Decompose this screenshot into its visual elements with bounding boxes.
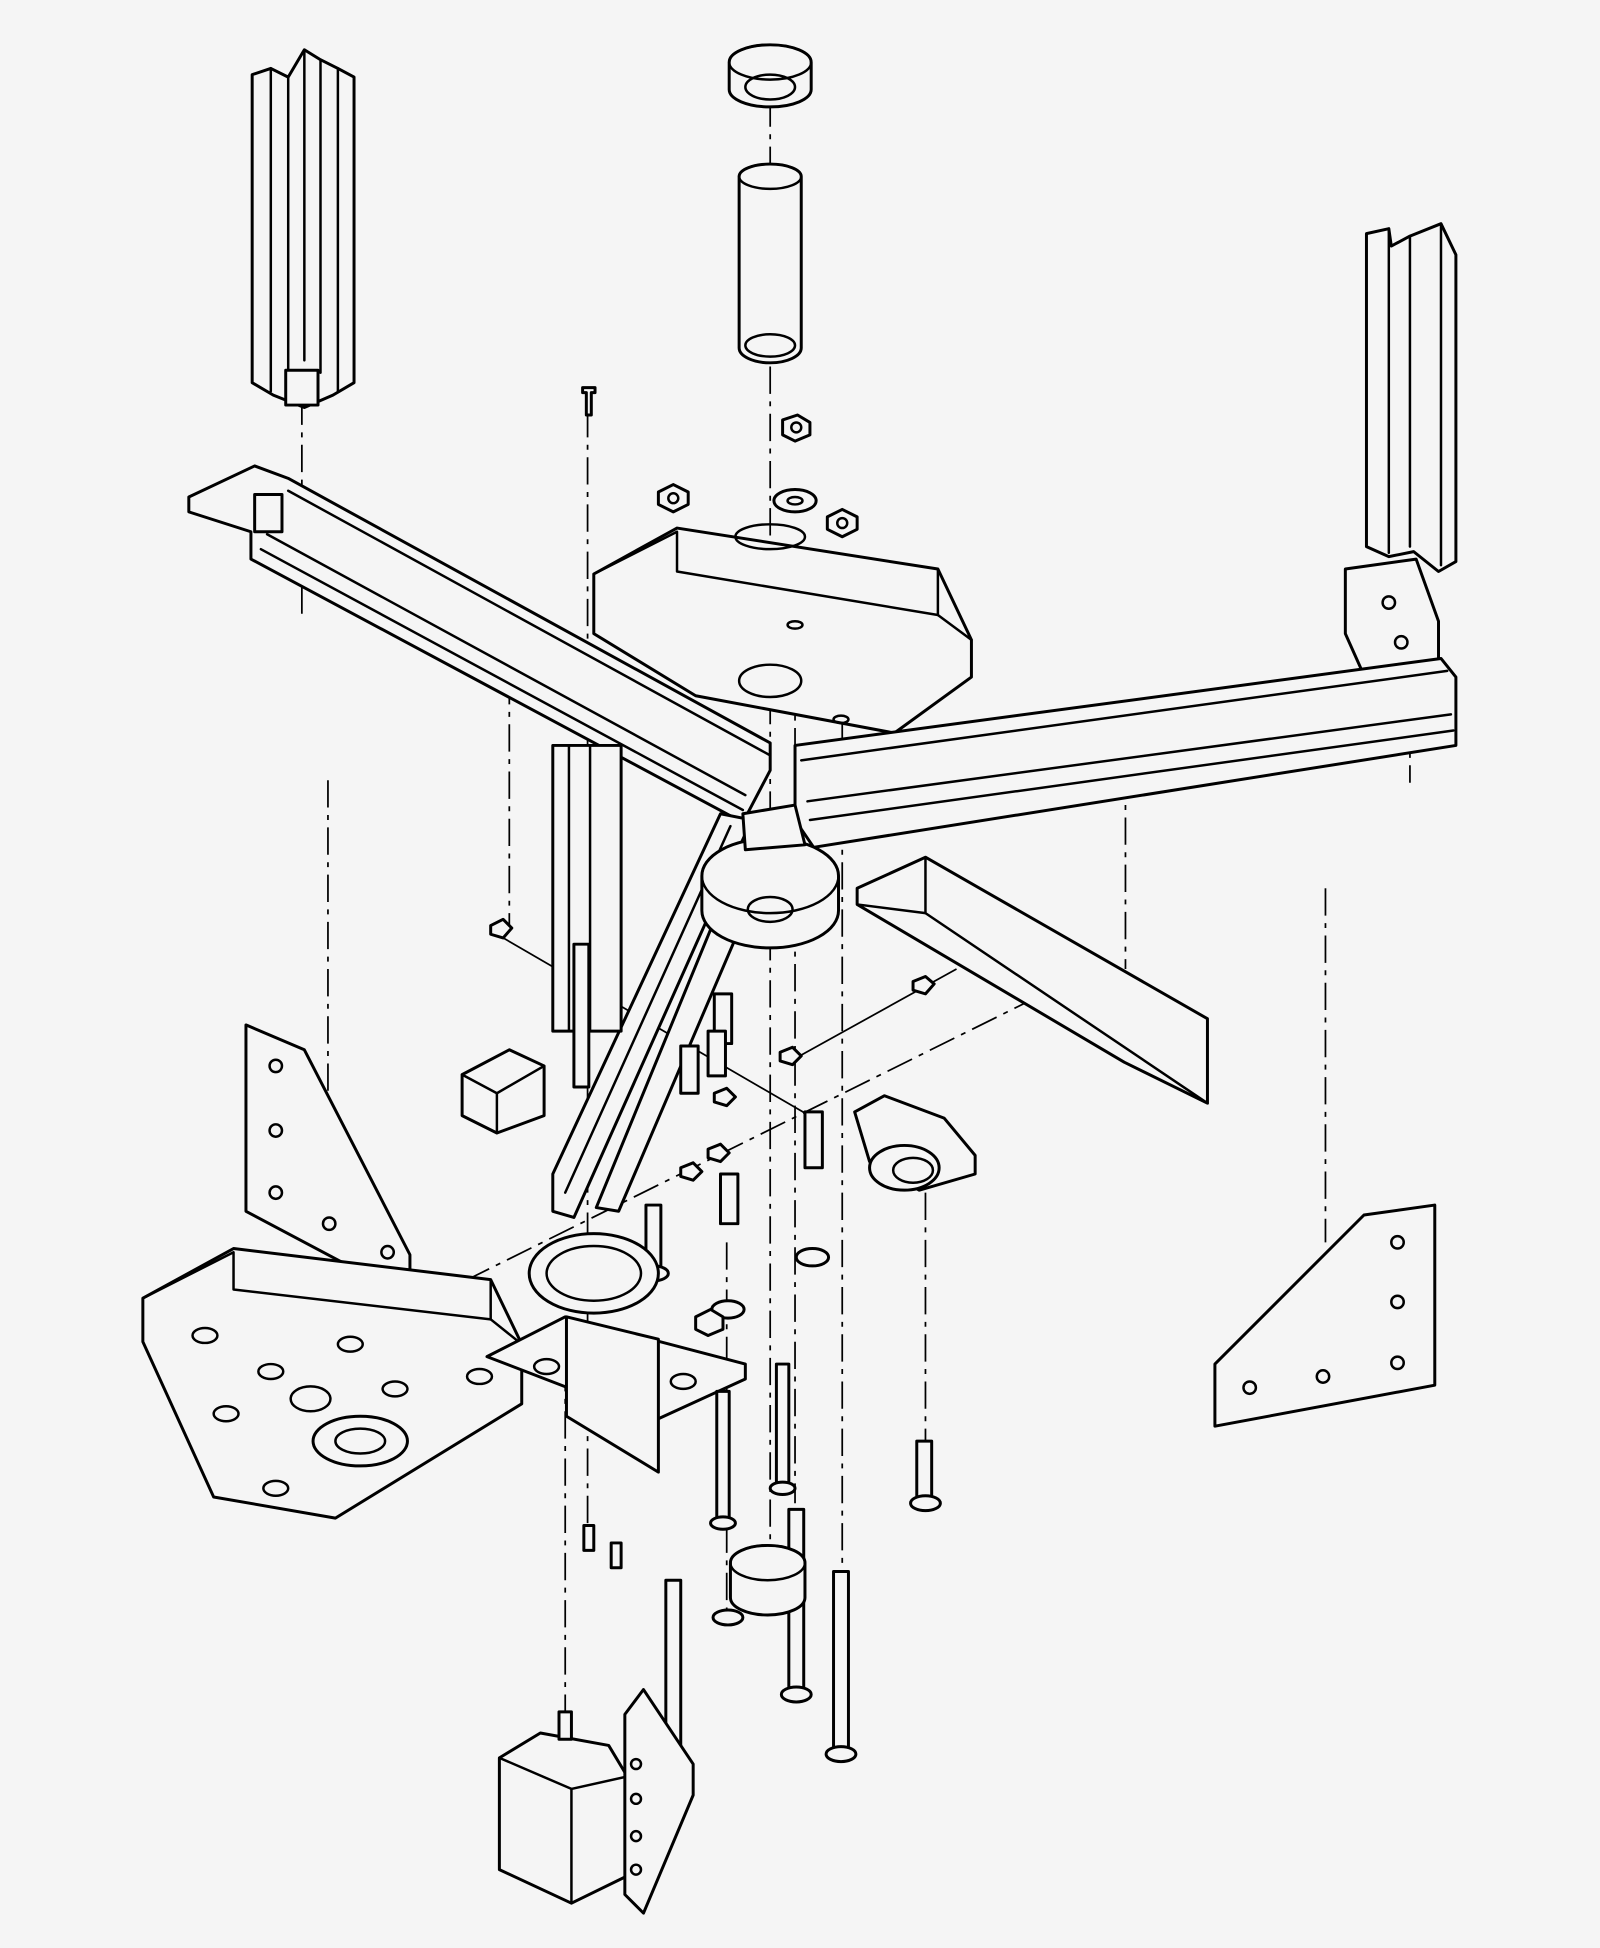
- spacer-tube: [737, 162, 803, 365]
- pillow-block-bearing: [853, 1094, 977, 1192]
- bearing-ring: [727, 43, 813, 109]
- center-hub: [700, 803, 840, 950]
- fasteners-top: [581, 386, 859, 725]
- corner-bracket-small: [460, 1048, 546, 1135]
- vertical-extrusion-right: [1343, 222, 1458, 683]
- triangle-plate-right: [1213, 1203, 1437, 1428]
- center-lines: [300, 99, 1411, 1721]
- extrusion-arm-left: [187, 464, 772, 824]
- pulley: [527, 1232, 660, 1315]
- motor-bracket: [485, 1315, 747, 1474]
- motor-mount-plate: [141, 1247, 524, 1520]
- angle-channel: [855, 855, 1209, 1105]
- stepper-motor: [497, 1710, 629, 1905]
- top-plate: [592, 523, 973, 735]
- vertical-extrusion-left: [250, 48, 356, 410]
- motor-side-plate: [623, 1688, 695, 1915]
